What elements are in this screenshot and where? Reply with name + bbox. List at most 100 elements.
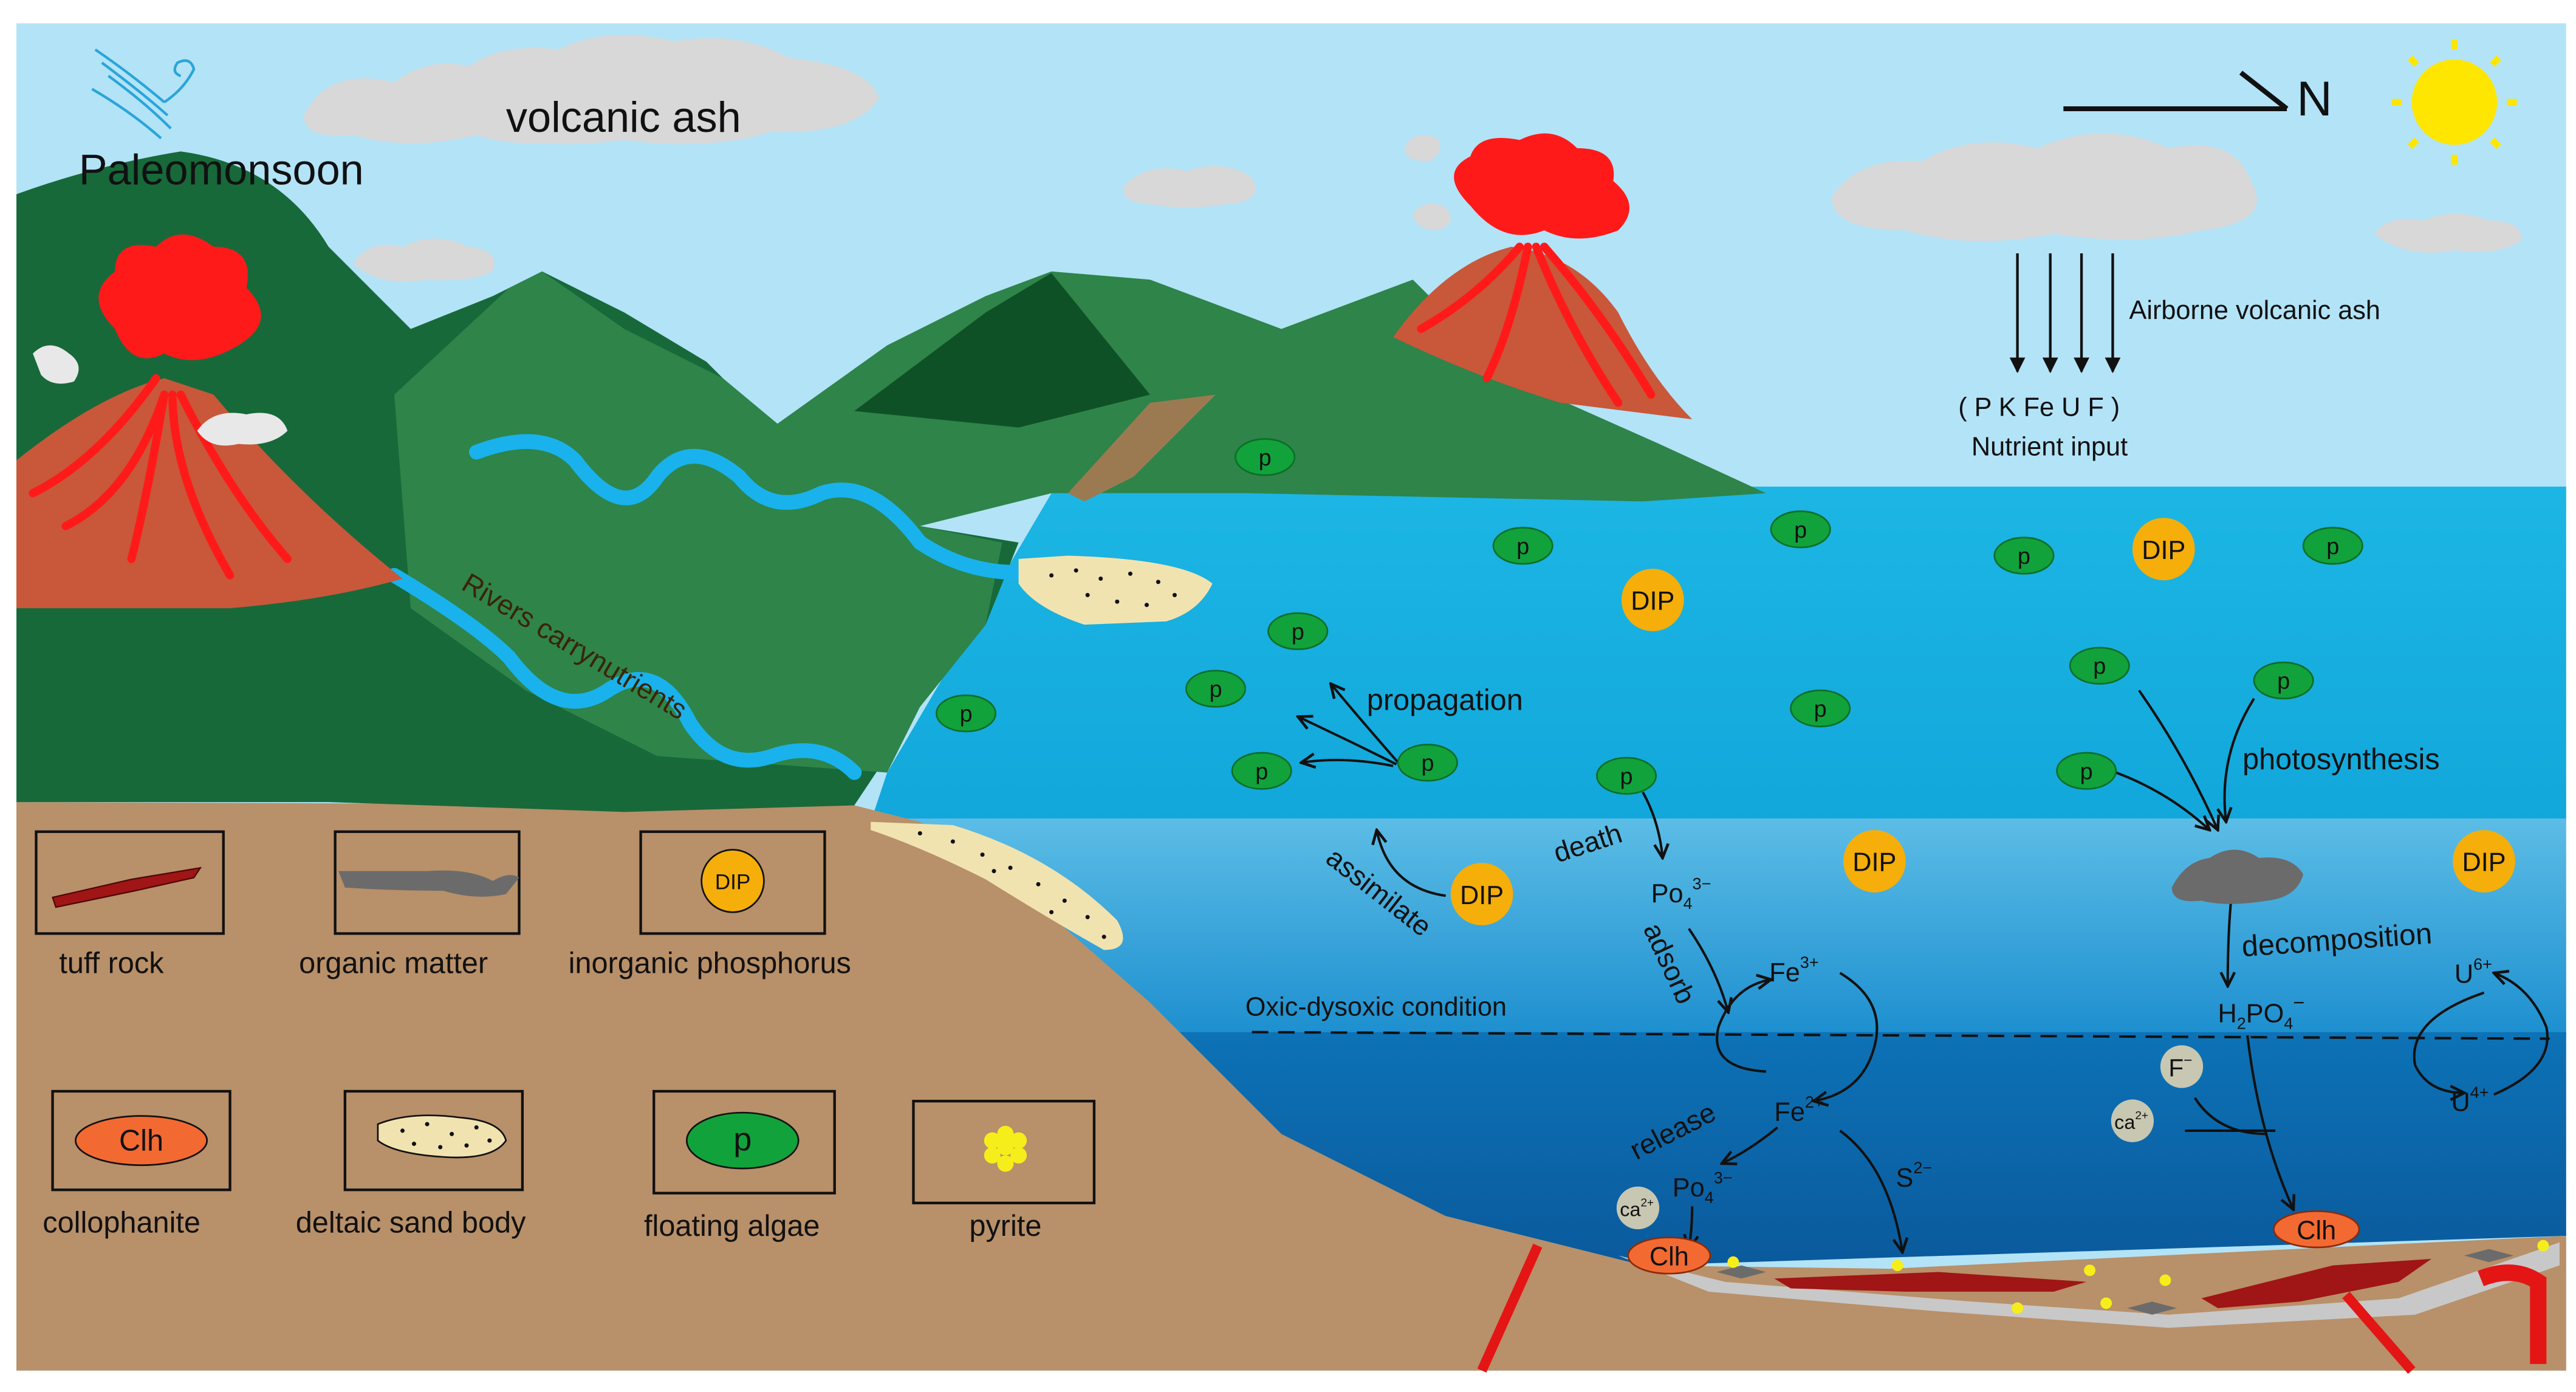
airborne-ash-arrows	[2009, 253, 2121, 374]
legend-pyrite-symbol	[984, 1125, 1027, 1172]
delta-sand-upper-dots	[1049, 568, 1177, 608]
algae-label-10: p	[1255, 759, 1268, 784]
clh-right	[2273, 1210, 2360, 1249]
dip-label-4: DIP	[1852, 848, 1896, 877]
algae-label-6: p	[1292, 619, 1304, 645]
algae-label-7: p	[1209, 677, 1222, 702]
airborne-label: Airborne volcanic ash	[2129, 296, 2380, 325]
algae-label-3: p	[1794, 518, 1807, 543]
river-lower	[386, 567, 862, 780]
organic-lens-1	[1716, 1265, 1766, 1279]
algae-label-14: p	[2277, 669, 2290, 694]
h2po4-label: H2PO4−	[2218, 992, 2305, 1032]
ca-ion-left-label: ca2+	[1620, 1196, 1654, 1220]
cloud-8	[2374, 214, 2522, 253]
mountain-middle-green	[394, 271, 1002, 773]
dip-1	[1621, 569, 1684, 631]
algae-group	[935, 438, 2363, 795]
legend-algae-label: floating algae	[644, 1210, 820, 1243]
delta-sand-lower-dots	[917, 831, 1106, 939]
legend-box-pyrite	[912, 1100, 1096, 1205]
s2-label: S2−	[1896, 1159, 1933, 1193]
tuff-layer-2	[2201, 1258, 2432, 1308]
shore-brown	[1067, 394, 1216, 502]
cloud-3	[353, 238, 495, 282]
algae-label-11: p	[1421, 751, 1434, 777]
fault-line-1	[1477, 1243, 1543, 1373]
dip-label-5: DIP	[2462, 848, 2506, 877]
dip-label-3: DIP	[1460, 881, 1504, 910]
organic-matter-blob	[2171, 849, 2304, 904]
land	[16, 802, 2566, 1371]
legend-dip-text: DIP	[715, 870, 751, 894]
dike	[2478, 1264, 2547, 1364]
sea-deep-layer	[1064, 1032, 2566, 1266]
legend-box-sand	[343, 1089, 524, 1191]
legend-algae-symbol	[685, 1111, 800, 1170]
dip-labels: DIP DIP DIP DIP DIP	[1460, 536, 2506, 910]
organic-lens-3	[2464, 1249, 2514, 1263]
algae-label-9: p	[1814, 697, 1827, 722]
volcano-left-smoke-1	[33, 345, 79, 384]
cloud-2	[451, 35, 879, 145]
tuff-layer-1	[1774, 1272, 2087, 1292]
elements-label: ( P K Fe U F )	[1958, 393, 2120, 422]
volcano-left-lava	[29, 374, 292, 580]
u6-label: U6+	[2454, 955, 2492, 989]
ca-ion-right-label: ca2+	[2114, 1109, 2148, 1133]
algae-12	[1596, 756, 1657, 795]
volcano-right	[1393, 247, 1693, 420]
wind-icon	[91, 48, 196, 140]
algae-label-5: p	[2326, 534, 2339, 560]
f-ion-label: F−	[2168, 1052, 2192, 1082]
algae-label-15: p	[2080, 759, 2093, 784]
dip-5	[2453, 830, 2515, 893]
volcano-left-eruption	[98, 234, 261, 360]
volcano-right-lava	[1417, 242, 1656, 407]
process-arrows	[1298, 684, 2549, 1252]
algae-8	[935, 694, 997, 733]
cloud-4	[1123, 166, 1256, 208]
algae-9	[1790, 689, 1851, 728]
organic-lens-2	[2127, 1301, 2177, 1315]
cloud-7	[1832, 133, 2257, 241]
algae-label-4: p	[2018, 544, 2030, 569]
dip-label-2: DIP	[2142, 536, 2185, 565]
algae-label-8: p	[959, 702, 972, 727]
mountain-peak-right	[854, 273, 1150, 428]
north-label: N	[2297, 72, 2332, 126]
propagation-label: propagation	[1367, 684, 1523, 717]
legend-clh-text: Clh	[119, 1124, 163, 1157]
river-upper	[469, 434, 1035, 580]
algae-5	[2302, 527, 2363, 565]
legend-box-organic	[334, 830, 521, 935]
algae-label-13: p	[2093, 654, 2106, 679]
legend-box-algae	[653, 1089, 836, 1195]
photosynthesis-label: photosynthesis	[2242, 743, 2440, 776]
legend-tuff-symbol	[52, 866, 202, 908]
algae-2	[1492, 527, 1553, 565]
legend-pyrite-label: pyrite	[969, 1210, 1041, 1243]
f-ion	[2160, 1045, 2204, 1088]
dip-label-1: DIP	[1631, 587, 1674, 616]
algae-6	[1267, 612, 1329, 650]
sea-middle-layer	[871, 818, 2566, 1036]
algae-4	[1993, 537, 2055, 575]
algae-10	[1231, 752, 1292, 790]
algae-label-2: p	[1516, 534, 1529, 560]
algae-label-1: p	[1259, 445, 1272, 471]
legend-sand-dots	[400, 1122, 492, 1150]
legend-box-tuff	[35, 830, 225, 935]
algae-7	[1185, 670, 1247, 708]
algae-labels: p p p p p p p p p p p p p p p	[959, 445, 2339, 790]
clh-right-label: Clh	[2297, 1216, 2336, 1245]
legend-dip-symbol	[701, 849, 765, 913]
volcano-right-eruption	[1454, 133, 1629, 239]
legend-box-dip	[639, 830, 826, 935]
dip-2	[2132, 518, 2195, 581]
nutrient-input-label: Nutrient input	[1971, 433, 2128, 462]
legend-box-clh	[51, 1089, 231, 1191]
clh-left	[1627, 1236, 1711, 1275]
